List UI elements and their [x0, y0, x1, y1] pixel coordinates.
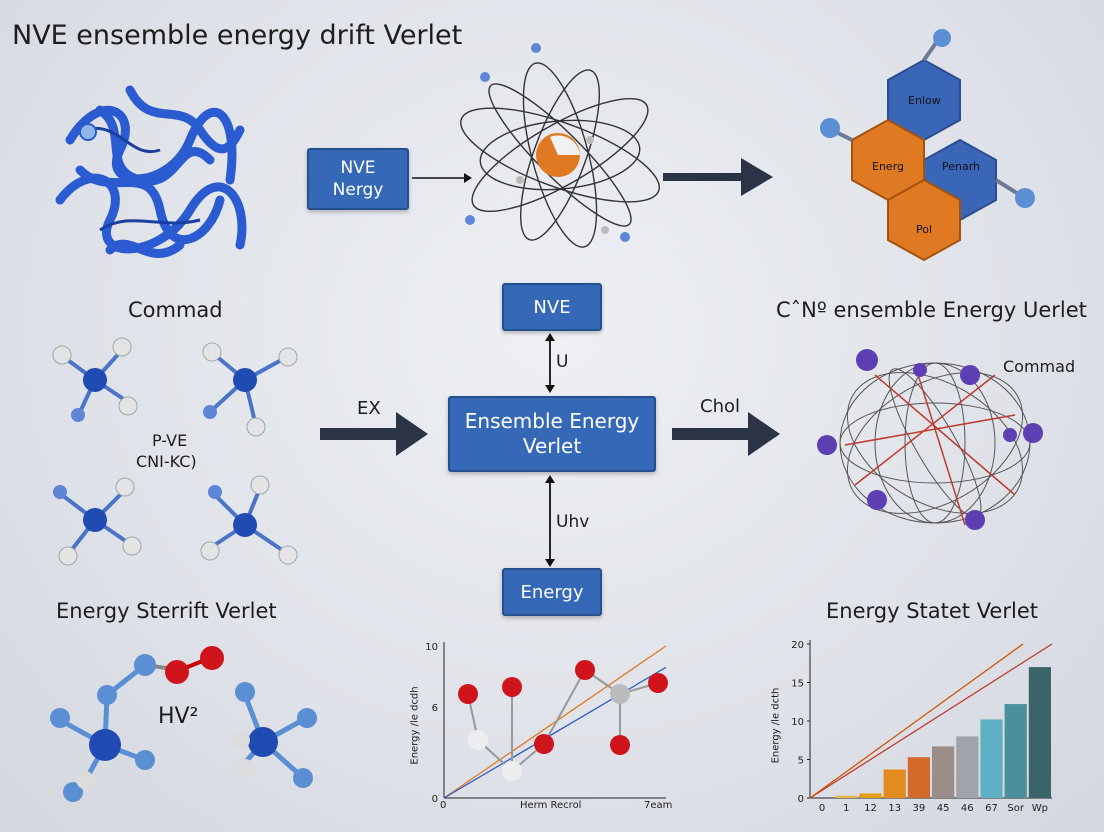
molecule-atom [468, 730, 488, 750]
double-arrow-u [545, 333, 555, 393]
ensemble-box-line2: Verlet [522, 434, 582, 458]
bar-chart-svg: 20 15 10 5 0 0 1 12 13 39 45 46 67 Sor Wp [791, 640, 1053, 814]
line-chart-ylabel: Energy /le dcdh [409, 686, 421, 765]
u-label: U [556, 352, 569, 372]
bar-chart: 20 15 10 5 0 0 1 12 13 39 45 46 67 Sor Wp Energy /le d… [770, 630, 1070, 825]
line-chart-ytick: 0 [432, 794, 438, 805]
line-chart-ytick: 10 [425, 642, 438, 653]
bar-chart-bar [859, 793, 882, 798]
nve-center-box: NVE [502, 283, 602, 331]
bar-chart-xtick: Wp [1032, 803, 1048, 814]
bar-chart-trend-line [809, 643, 1053, 799]
nve-energy-box-line2: Nergy [332, 180, 384, 200]
hv-label: HV² [158, 704, 199, 729]
hexagon-cluster: Enlow Energ Penarh Pol [820, 29, 1060, 280]
molecule-atom [575, 660, 595, 680]
molecule-atom [534, 734, 554, 754]
bar-chart-bar [835, 795, 858, 798]
molecules-bottom-left [50, 646, 317, 802]
bar-chart-bar [932, 746, 955, 798]
hexagon-label-energ: Energ [872, 160, 905, 173]
bar-chart-bar [1028, 667, 1051, 798]
line-chart-x-start: 0 [440, 800, 447, 811]
molecule-atom [610, 684, 630, 704]
bar-chart-bar [1004, 704, 1027, 798]
bar-chart-ytick: 20 [791, 640, 804, 651]
tetrahedral-molecules-left [52, 337, 298, 566]
hexagon-label-pol: Pol [916, 223, 933, 236]
bar-chart-trend-line [809, 643, 1024, 799]
cn-ensemble-label: CˆNº ensemble Energy Uerlet [776, 298, 1087, 322]
ex-label: EX [357, 398, 381, 419]
page-title: NVE ensemble energy drift Verlet [12, 20, 463, 51]
chol-label: Chol [700, 396, 740, 417]
line-chart-series-line [443, 645, 667, 799]
bar-chart-bar [883, 769, 906, 798]
arrow-to-hexagons [663, 158, 773, 196]
line-chart-svg: 10 6 0 [425, 642, 668, 805]
molecule-atom [502, 761, 522, 781]
bar-chart-xtick: 1 [843, 803, 849, 814]
bar-chart-ytick: 10 [791, 717, 804, 728]
bar-chart-xtick: 45 [937, 803, 950, 814]
cnfkc-label: CNI-KC) [136, 452, 197, 471]
line-chart-xlabel: Herm Recrol [520, 800, 582, 811]
line-chart: 10 6 0 Energy /le dcdh Herm Recrol 7eam 0 [410, 630, 690, 825]
molecule-atom [648, 673, 668, 693]
statet-label: Energy Statet Verlet [826, 599, 1038, 623]
bar-chart-xtick: 46 [961, 803, 974, 814]
bar-chart-xtick: Sor [1007, 803, 1024, 814]
line-chart-ytick: 6 [432, 703, 438, 714]
bar-chart-xtick: 67 [985, 803, 998, 814]
hexagon-label-enlow: Enlow [908, 94, 941, 107]
line-chart-series-line [443, 666, 667, 799]
bar-chart-ytick: 0 [798, 794, 804, 805]
atom-orbital-illustration [460, 43, 660, 248]
wireframe-sphere-illustration [817, 349, 1043, 530]
ensemble-energy-verlet-box: Ensemble Energy Verlet [448, 396, 656, 472]
bar-chart-ytick: 15 [791, 679, 804, 690]
commad-right-label: Commad [1003, 357, 1076, 376]
protein-ribbon-illustration [55, 85, 247, 258]
arrow-to-atom [412, 173, 472, 183]
bar-chart-xtick: 0 [819, 803, 825, 814]
bar-chart-bar [956, 736, 979, 798]
energy-box: Energy [502, 568, 602, 616]
bar-chart-ylabel: Energy /le dcth [770, 687, 782, 764]
molecule-atom [502, 677, 522, 697]
bar-chart-xtick: 12 [864, 803, 877, 814]
molecule-atom [458, 684, 478, 704]
bar-chart-ytick: 5 [798, 756, 804, 767]
hexagon-label-penarh: Penarh [942, 160, 981, 173]
bar-chart-xtick: 39 [913, 803, 926, 814]
line-chart-x-end: 7eam [644, 800, 673, 811]
sterrift-label: Energy Sterrift Verlet [56, 599, 277, 623]
uhv-label: Uhv [556, 512, 590, 532]
molecule-bond [543, 669, 586, 745]
nve-energy-box-line1: NVE [340, 158, 376, 178]
bar-chart-bar [907, 757, 930, 798]
molecule-atom [610, 735, 630, 755]
commad-left-label: Commad [128, 298, 223, 322]
arrow-ex [320, 412, 428, 456]
hexagon-shapes [820, 29, 1035, 262]
double-arrow-uhv [545, 475, 555, 567]
bar-chart-xtick: 13 [888, 803, 901, 814]
ensemble-box-line1: Ensemble Energy [464, 409, 640, 433]
nve-energy-box: NVE Nergy [307, 148, 409, 210]
pve-label: P-VE [152, 431, 188, 450]
arrow-chol [672, 412, 780, 456]
bar-chart-bar [980, 719, 1003, 798]
